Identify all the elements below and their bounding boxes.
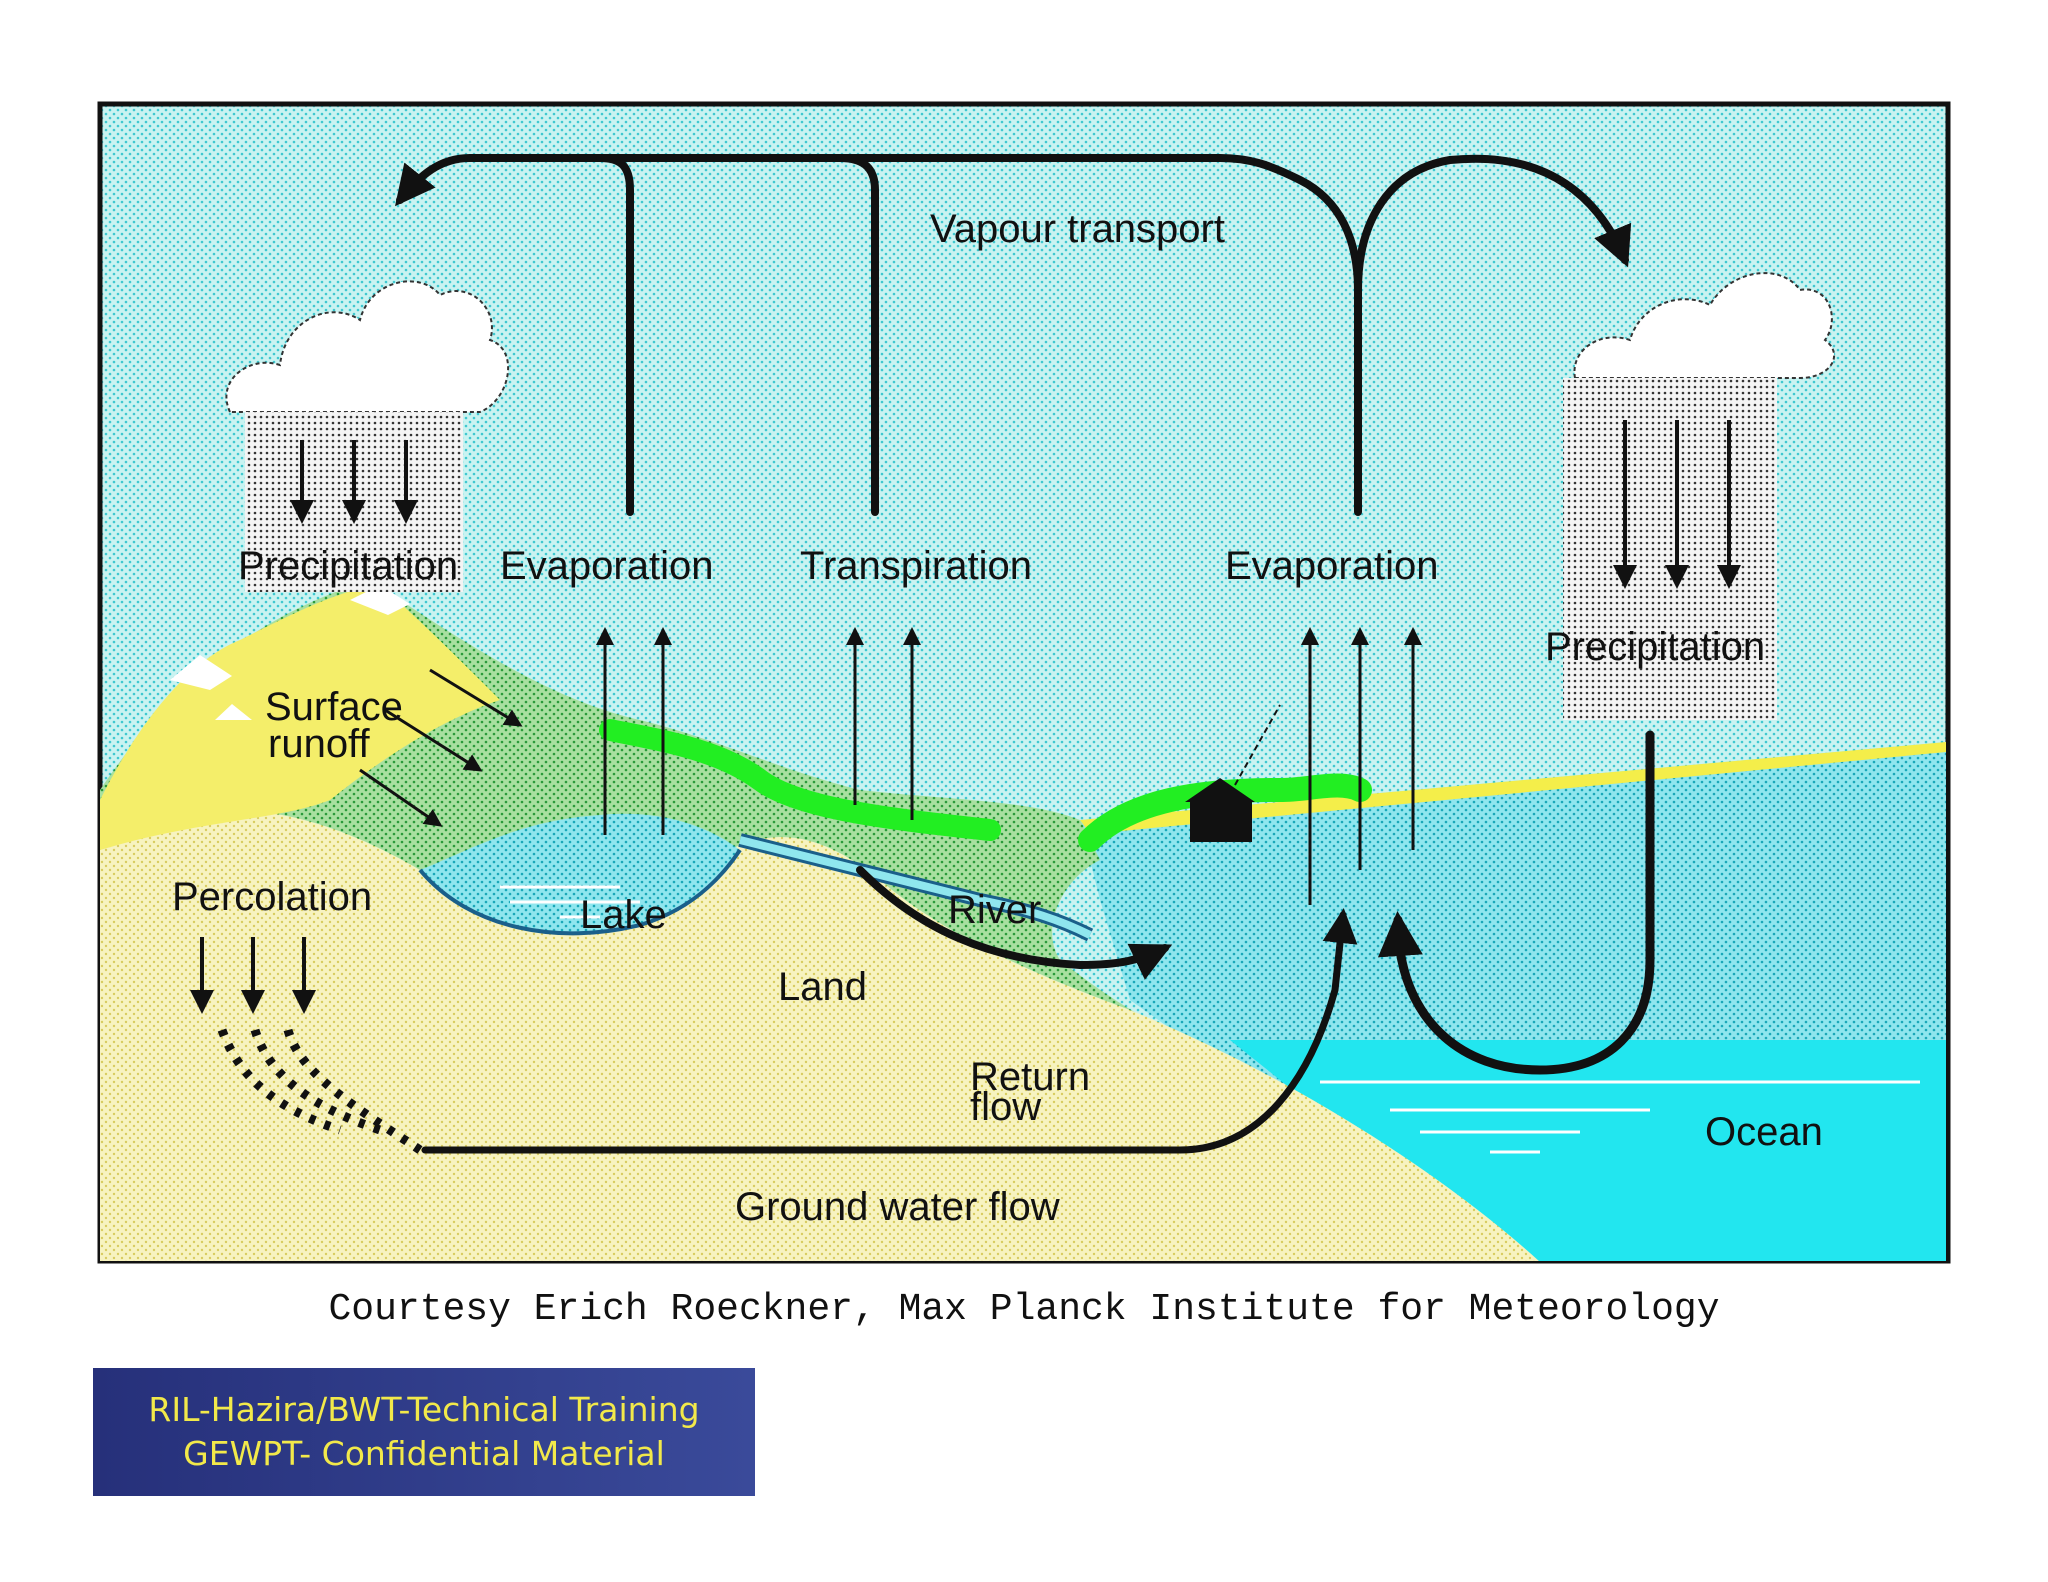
ocean-loop-arrow <box>1377 730 1655 1075</box>
percolation-dashed-paths <box>217 1028 423 1154</box>
transpiration-arrows <box>846 627 921 820</box>
beach <box>1080 742 1946 834</box>
evaporation-arrows-lake <box>596 627 672 835</box>
house-antenna <box>1234 704 1281 786</box>
surface-runoff-arrows <box>359 668 523 827</box>
label-return-flow-2: flow <box>970 1085 1041 1129</box>
house-icon <box>1190 800 1252 842</box>
precipitation-arrows-right <box>1613 420 1741 589</box>
rain-right <box>1563 378 1777 720</box>
label-ground-water-flow: Ground water flow <box>735 1185 1060 1229</box>
river-flow-arrow <box>856 866 1173 980</box>
label-precipitation-left: Precipitation <box>238 544 458 588</box>
label-percolation: Percolation <box>172 875 372 919</box>
wave-lines <box>500 885 1920 1154</box>
label-precipitation-right: Precipitation <box>1545 625 1765 669</box>
footer-banner: RIL-Hazira/BWT-Technical Training GEWPT-… <box>93 1368 755 1496</box>
label-river: River <box>948 888 1041 932</box>
vegetation-coast <box>1078 773 1372 852</box>
vapour-transport-arrows <box>395 154 1632 516</box>
label-ocean: Ocean <box>1705 1110 1823 1154</box>
lake-shore <box>418 848 742 936</box>
label-evaporation-lake: Evaporation <box>500 544 713 588</box>
lake-water <box>420 813 740 934</box>
cloud-left <box>225 280 509 413</box>
house-roof-icon <box>1185 778 1255 802</box>
footer-line-1: RIL-Hazira/BWT-Technical Training <box>148 1390 700 1429</box>
precipitation-arrows-left <box>290 440 418 524</box>
label-vapour-transport: Vapour transport <box>930 207 1225 251</box>
snow-cap-left <box>170 655 232 690</box>
label-evaporation-ocean: Evaporation <box>1225 544 1438 588</box>
snow-cap-center <box>350 585 410 615</box>
ground-water-flow-arrow <box>421 908 1358 1154</box>
cloud-right <box>1573 272 1836 379</box>
snow-cap-small <box>215 704 252 720</box>
label-lake: Lake <box>580 893 667 937</box>
label-surface-runoff-2: runoff <box>268 722 370 766</box>
label-return-flow-1: Return <box>970 1055 1090 1099</box>
footer-line-2: GEWPT- Confidential Material <box>183 1434 665 1473</box>
river-water <box>739 836 1092 939</box>
yellow-mountain <box>100 585 500 850</box>
evaporation-arrows-ocean <box>1301 627 1422 905</box>
credit-line: Courtesy Erich Roeckner, Max Planck Inst… <box>328 1288 1720 1331</box>
label-surface-runoff-1: Surface <box>265 685 403 729</box>
label-transpiration: Transpiration <box>800 544 1032 588</box>
label-land: Land <box>778 965 867 1009</box>
percolation-arrows <box>190 937 316 1014</box>
deep-ocean <box>1230 1040 1946 1261</box>
